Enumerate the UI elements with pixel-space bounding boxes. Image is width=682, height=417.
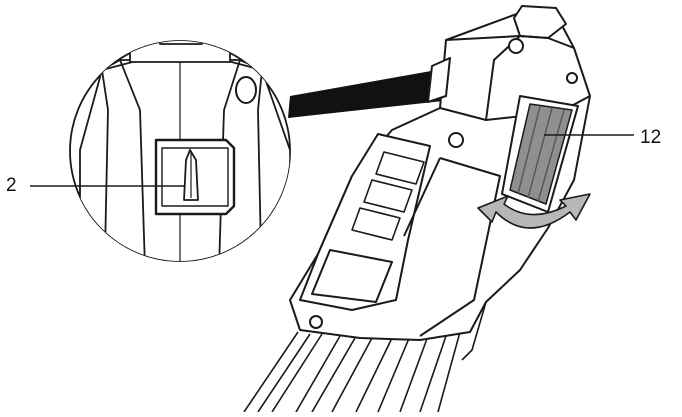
magnified-top-cap [129, 41, 231, 63]
screwdriver-tool [243, 5, 591, 413]
callout-2: 2 [6, 175, 17, 196]
tool-bit-window [427, 57, 451, 103]
bit-selector-wheel [509, 103, 573, 205]
callout-12: 12 [640, 127, 662, 148]
housing-screw [448, 132, 464, 148]
housing-screw [508, 38, 524, 54]
grip-ridges [351, 151, 425, 241]
magnified-screw-hole [235, 76, 257, 104]
housing-screw [566, 72, 578, 84]
grip-screw [309, 315, 323, 329]
zoom-beam [288, 68, 452, 118]
tool-shaft [243, 331, 461, 413]
rotate-arrow-icon [477, 193, 591, 229]
